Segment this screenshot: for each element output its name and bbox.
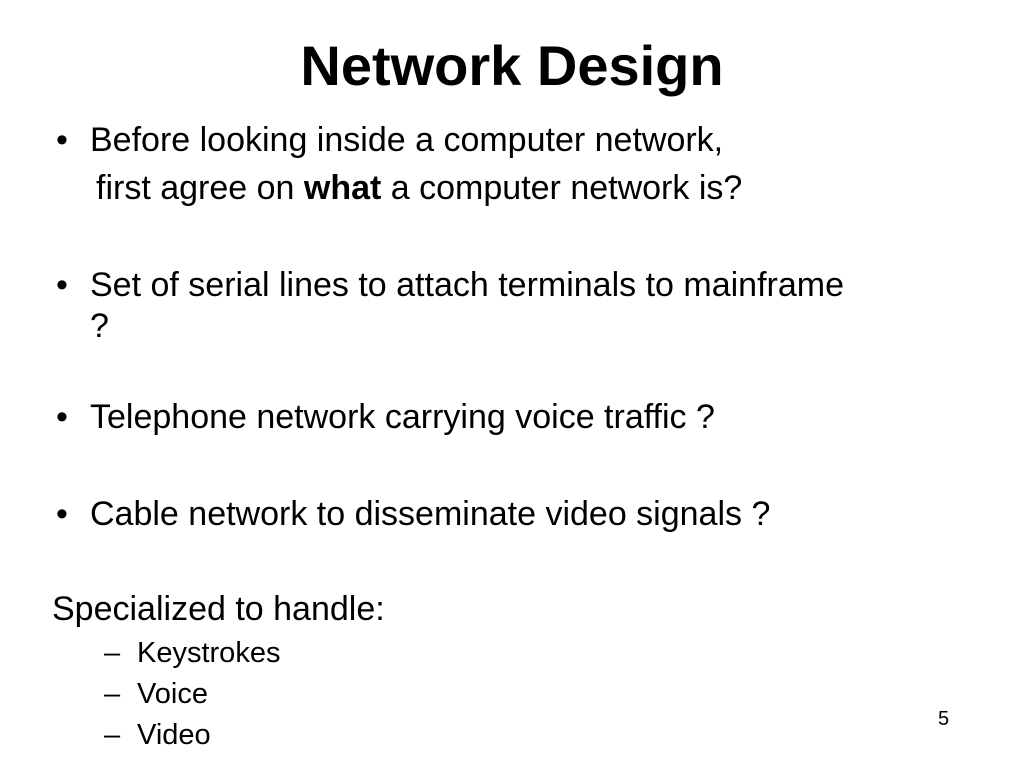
sub-list-label: Keystrokes: [137, 637, 281, 669]
bullet-text: Telephone network carrying voice traffic…: [90, 398, 715, 436]
bullet-continuation: first agree on what a computer network i…: [96, 165, 742, 211]
bullet-item: • Set of serial lines to attach terminals…: [56, 262, 844, 308]
bullet-marker: •: [56, 398, 68, 436]
sub-list-item: –Video: [104, 715, 211, 755]
bullet-text: Cable network to disseminate video signa…: [90, 495, 771, 533]
sub-list-item: –Voice: [104, 674, 208, 714]
bullet-text-part: first agree on: [96, 169, 304, 207]
bullet-text-emphasis: what: [303, 169, 382, 207]
bullet-marker: •: [56, 121, 68, 159]
sub-list-label: Voice: [137, 678, 208, 710]
slide-title: Network Design: [300, 34, 724, 97]
bullet-text: Set of serial lines to attach terminals …: [90, 266, 844, 304]
bullet-marker: •: [56, 266, 68, 304]
sub-list-marker: –: [104, 678, 121, 710]
sub-list-marker: –: [104, 719, 121, 751]
sub-list-marker: –: [104, 637, 121, 669]
bullet-text: Before looking inside a computer network…: [90, 121, 724, 159]
bullet-marker: •: [56, 495, 68, 533]
bullet-item: • Cable network to disseminate video sign…: [56, 491, 770, 537]
bullet-item: • Before looking inside a computer networ…: [56, 117, 723, 163]
sub-list-item: –Keystrokes: [104, 633, 280, 673]
bullet-continuation: ?: [90, 303, 109, 349]
sub-list-label: Video: [137, 719, 211, 751]
bullet-text-part: a computer network is?: [381, 169, 743, 207]
specialized-heading: Specialized to handle:: [52, 590, 385, 628]
bullet-item: • Telephone network carrying voice traffi…: [56, 394, 715, 440]
bullet-text: ?: [90, 307, 109, 345]
page-number: 5: [938, 708, 950, 730]
